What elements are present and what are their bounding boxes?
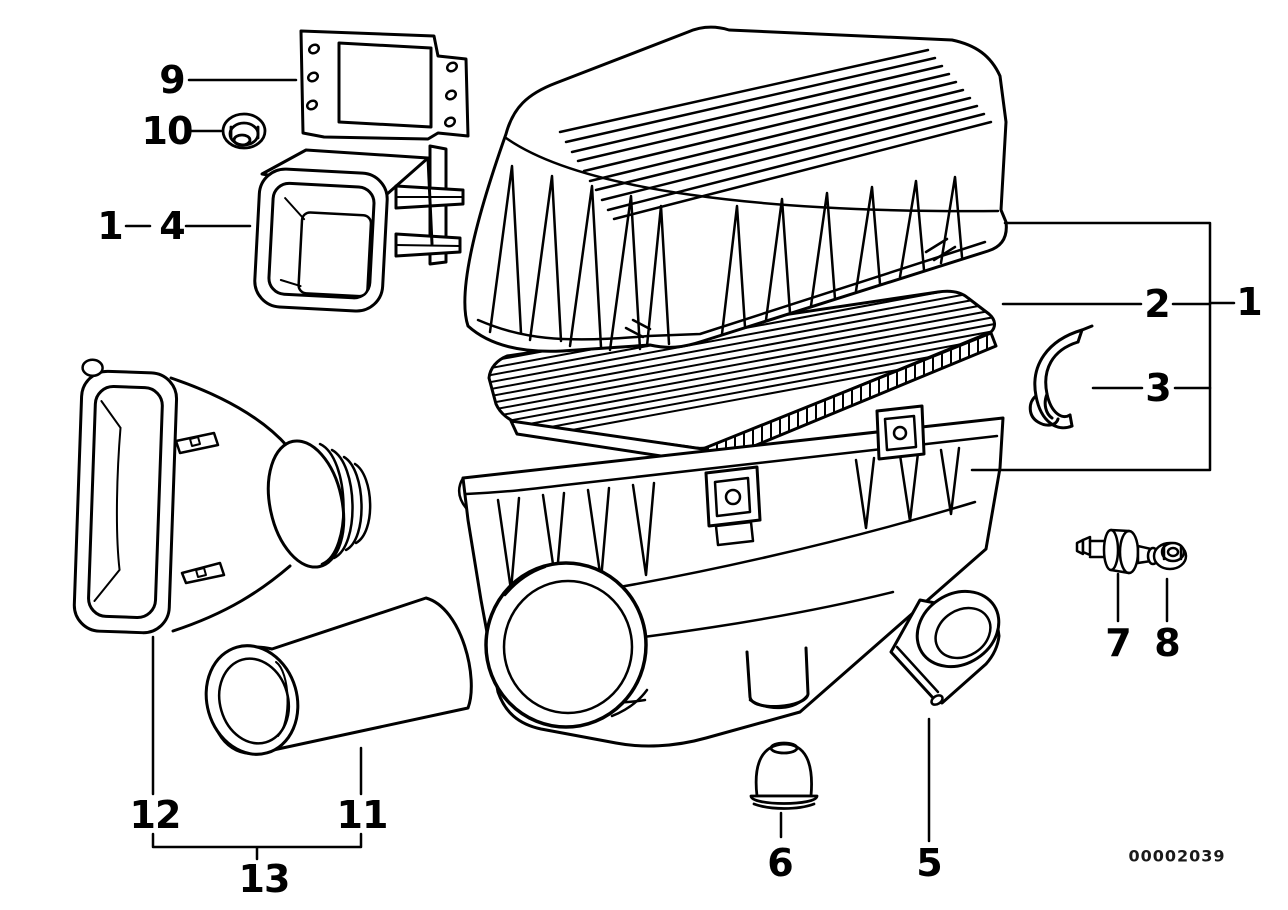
part-11-pipe-drawing — [204, 596, 473, 756]
callout-8[interactable]: 8 — [1154, 621, 1180, 665]
part-10-nut-drawing — [221, 112, 267, 150]
callout-4[interactable]: 4 — [159, 204, 185, 248]
drawing-number: 00002039 — [1128, 846, 1226, 866]
callout-11[interactable]: 11 — [336, 793, 389, 837]
callout-7[interactable]: 7 — [1105, 621, 1131, 665]
callout-1-right[interactable]: 1 — [1236, 280, 1262, 324]
callout-13[interactable]: 13 — [238, 857, 291, 901]
callout-6[interactable]: 6 — [767, 841, 793, 885]
callout-12[interactable]: 12 — [129, 793, 182, 837]
part-8-nut-drawing — [1152, 541, 1188, 571]
callout-10[interactable]: 10 — [141, 109, 194, 153]
part-9-mounting-bracket-drawing — [299, 29, 470, 141]
callout-1-left[interactable]: 1 — [97, 204, 123, 248]
part-12-intake-funnel-drawing — [72, 358, 372, 635]
part-5-elbow-drawing — [889, 589, 1001, 706]
callout-2[interactable]: 2 — [1144, 282, 1170, 326]
callout-3[interactable]: 3 — [1145, 366, 1171, 410]
part-7-valve-drawing — [1075, 528, 1163, 575]
part-3-clip-drawing — [1028, 324, 1094, 430]
part-1-upper-cover-drawing — [463, 25, 1008, 353]
part-6-cap-drawing — [749, 741, 819, 810]
leader-lines — [124, 78, 1236, 861]
part-4-intake-duct-drawing — [253, 144, 465, 313]
part-1-lower-housing-drawing — [457, 404, 1005, 748]
callout-5[interactable]: 5 — [916, 841, 942, 885]
callout-9[interactable]: 9 — [159, 58, 185, 102]
